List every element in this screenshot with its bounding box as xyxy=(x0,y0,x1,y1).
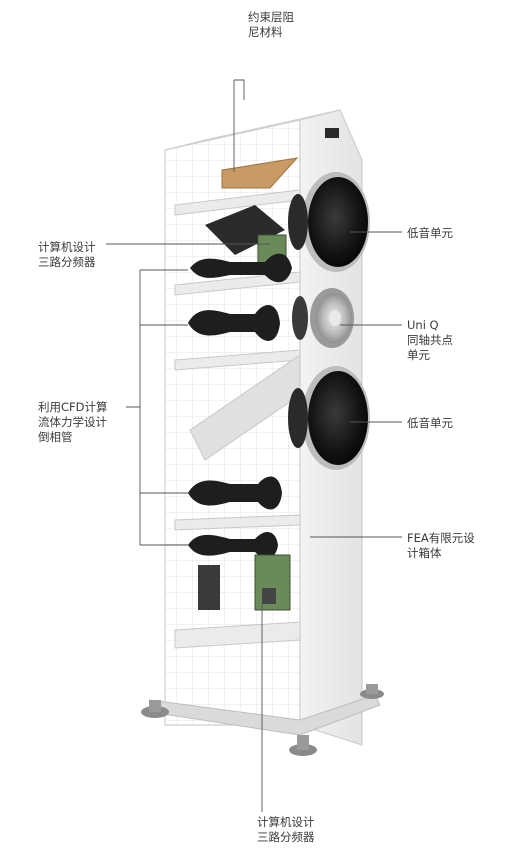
label-cfd-port: 利用CFD计算 流体力学设计 倒相管 xyxy=(38,400,108,444)
port-tube-3 xyxy=(188,476,282,510)
port-tube-4 xyxy=(188,532,278,559)
label-damping-material: 约束层阻 尼材料 xyxy=(248,10,294,39)
label-fea-cabinet: FEA有限元设 计箱体 xyxy=(407,531,475,560)
damping-panel xyxy=(221,157,299,189)
label-crossover-bottom: 计算机设计 三路分频器 xyxy=(257,815,315,844)
label-woofer-top: 低音单元 xyxy=(407,226,453,240)
port-tubes xyxy=(188,253,292,559)
leader-lines xyxy=(106,79,402,812)
woofer-top-driver xyxy=(288,172,370,272)
woofer-bottom-driver xyxy=(288,366,370,470)
cabinet-top xyxy=(164,109,341,151)
crossover-board-top xyxy=(205,205,285,255)
port-tube-1 xyxy=(190,253,292,283)
port-tube-2 xyxy=(188,305,280,341)
label-crossover-top: 计算机设计 三路分频器 xyxy=(38,240,96,269)
cabinet-top-cap xyxy=(325,128,339,138)
leader-cfd-port xyxy=(126,269,188,546)
label-woofer-bottom: 低音单元 xyxy=(407,416,453,430)
crossover-board-bottom xyxy=(198,565,220,610)
label-uniq-driver: Uni Q 同轴共点 单元 xyxy=(407,318,453,362)
leader-damping xyxy=(233,79,245,172)
uniq-driver xyxy=(292,288,354,348)
